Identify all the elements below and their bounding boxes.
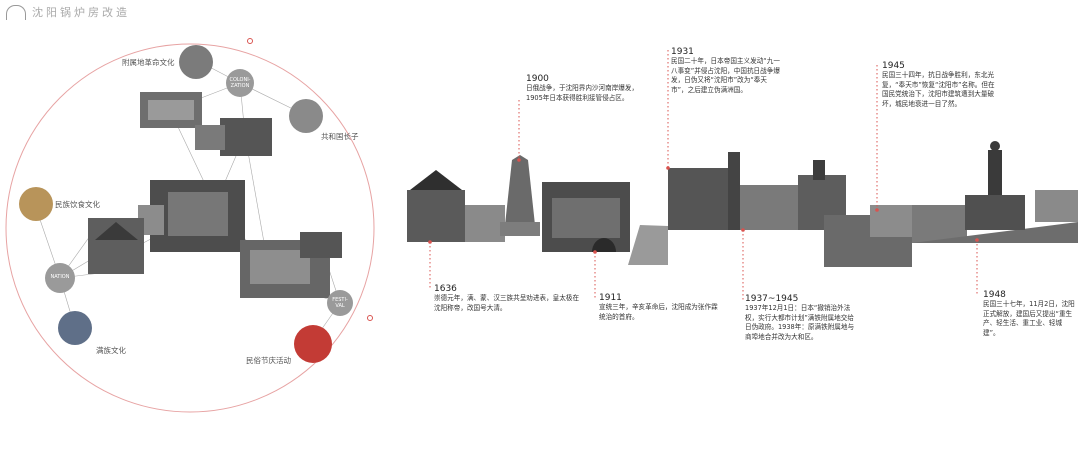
node-nation-label: NATION: [50, 274, 70, 280]
event-text: 崇德元年，满、蒙、汉三族共呈劝进表，皇太极在沈阳称帝，改国号大清。: [434, 294, 580, 312]
node-colonization-label: COLONI-ZATION: [229, 77, 251, 89]
timeline-event-1911: 1911 宣统三年，辛亥革命后，沈阳成为张作霖统治的首府。: [599, 293, 719, 322]
photo-thumb-festival: [294, 325, 332, 363]
statue-base: [965, 195, 1025, 230]
statue-figure: [988, 150, 1002, 195]
event-text: 1937年12月1日：日本“撤销治外法权，实行大都市计划”满铁附属地交给日伪政府…: [745, 304, 855, 341]
skyline-pagoda: [505, 155, 535, 225]
photo-thumb-republic: [289, 99, 323, 133]
header: 沈阳锅炉房改造: [6, 4, 130, 20]
photo-building-detail: [148, 100, 194, 120]
event-text: 宣统三年，辛亥革命后，沈阳成为张作霖统治的首府。: [599, 303, 718, 321]
photo-building: [220, 118, 272, 156]
event-year: 1945: [882, 61, 905, 71]
topic-manchu-culture: 满族文化: [96, 346, 126, 355]
timeline-connectors: [429, 50, 978, 300]
skyline-station-facade: [552, 198, 620, 238]
culture-circle: [5, 43, 375, 413]
skyline-ruins: [465, 205, 505, 242]
event-year: 1937~1945: [745, 294, 799, 304]
page-title: 沈阳锅炉房改造: [32, 6, 130, 19]
event-year: 1948: [983, 290, 1006, 300]
photo-palace-detail: [168, 192, 228, 236]
node-nation: [45, 263, 75, 293]
timeline-event-1948: 1948 民国三十七年，11月2日，沈阳正式解放，建国后又提出“重生产、轻生活、…: [983, 290, 1075, 338]
skyline-bank: [668, 168, 738, 230]
event-text: 民国二十年，日本帝国主义发动“九一八事变”并侵占沈阳，中国抗日战争爆发，日伪又将…: [671, 57, 780, 94]
node-festival-label: FESTI-VAL: [332, 297, 348, 309]
skyline-pagoda-base: [500, 222, 540, 236]
timeline-event-1636: 1636 崇德元年，满、蒙、汉三族共呈劝进表，皇太极在沈阳称帝，改国号大清。: [434, 284, 584, 313]
gate-tower-roof: [410, 170, 462, 190]
circle-marker: [247, 38, 253, 44]
skyline-building: [1035, 190, 1078, 222]
event-year: 1636: [434, 284, 457, 294]
timeline-dots: [428, 158, 979, 254]
statue-head: [990, 141, 1000, 151]
church-spire: [813, 160, 825, 180]
event-text: 日俄战争，于沈阳界内沙河南岸爆发，1905年日本获得胜利接管侵占区。: [526, 84, 639, 102]
photo-sculpture: [300, 232, 342, 258]
event-year: 1931: [671, 47, 694, 57]
skyline-tower: [728, 152, 740, 230]
topic-food-culture: 民族饮食文化: [55, 200, 100, 209]
skyline-monument: [628, 225, 668, 265]
timeline-event-1945: 1945 民国三十四年，抗日战争胜利，东北光复，“奉天市”恢复“沈阳市”名称。但…: [882, 61, 1000, 109]
timeline-event-1900: 1900 日俄战争，于沈阳界内沙河南岸爆发，1905年日本获得胜利接管侵占区。: [526, 74, 646, 103]
station-arch: [592, 238, 616, 252]
skyline-block: [912, 205, 967, 243]
node-colonization: [226, 69, 254, 97]
photo-building: [195, 125, 225, 150]
pagoda-roof: [95, 222, 138, 240]
skyline-street: [740, 185, 798, 230]
topic-republic-eldest-son: 共和国长子: [321, 132, 359, 141]
skyline-gate-tower: [407, 190, 465, 242]
topic-festival-activities: 民俗节庆活动: [246, 356, 291, 365]
circle-marker: [367, 315, 373, 321]
skyline-plaza: [912, 222, 1078, 243]
event-year: 1911: [599, 293, 622, 303]
event-text: 民国三十七年，11月2日，沈阳正式解放，建国后又提出“重生产、轻生活、重工业、轻…: [983, 300, 1075, 337]
topic-revolution-culture: 附属地革命文化: [122, 58, 175, 67]
skyline-strip: [407, 141, 1078, 267]
photo-thumb-manchu: [58, 311, 92, 345]
timeline-event-1937-1945: 1937~1945 1937年12月1日：日本“撤销治外法权，实行大都市计划”满…: [745, 294, 855, 342]
event-text: 民国三十四年，抗日战争胜利，东北光复，“奉天市”恢复“沈阳市”名称。但在国民党统…: [882, 71, 995, 108]
event-year: 1900: [526, 74, 549, 84]
node-festival: [327, 290, 353, 316]
photo-thumb-revolution: [179, 45, 213, 79]
photo-thumb-food: [19, 187, 53, 221]
arch-logo-icon: [6, 4, 26, 20]
timeline-event-1931: 1931 民国二十年，日本帝国主义发动“九一八事变”并侵占沈阳，中国抗日战争爆发…: [671, 47, 783, 95]
